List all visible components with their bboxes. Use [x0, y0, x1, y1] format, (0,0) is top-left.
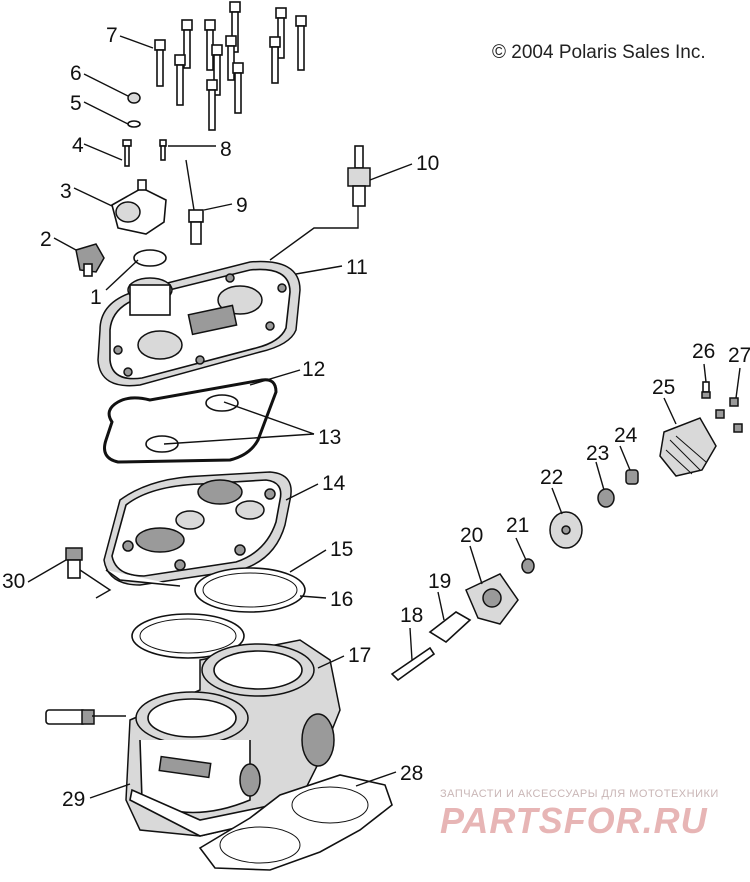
callout-14: 14 [322, 472, 346, 495]
callout-27: 27 [728, 344, 750, 367]
o-ring [133, 249, 167, 267]
water-pump-parts [390, 381, 743, 682]
callout-19: 19 [428, 570, 451, 593]
callout-18: 18 [400, 604, 423, 627]
callout-23: 23 [586, 442, 609, 465]
callout-21: 21 [506, 514, 529, 537]
callout-13: 13 [318, 426, 341, 449]
thermostat-housing [111, 179, 167, 235]
callout-24: 24 [614, 424, 638, 447]
callout-2: 2 [40, 228, 52, 251]
callout-28: 28 [400, 762, 423, 785]
callout-7: 7 [106, 24, 118, 47]
head-gasket [103, 378, 278, 464]
callout-12: 12 [302, 358, 325, 381]
callout-6: 6 [70, 62, 82, 85]
callout-1: 1 [90, 286, 102, 309]
callout-25: 25 [652, 376, 675, 399]
callout-17: 17 [348, 644, 371, 667]
callout-16: 16 [330, 588, 353, 611]
temp-sensor [75, 243, 105, 277]
small-fasteners [122, 92, 204, 245]
callout-22: 22 [540, 466, 563, 489]
callout-11: 11 [346, 256, 368, 279]
watermark-tagline: ЗАПЧАСТИ И АКСЕССУАРЫ ДЛЯ МОТОТЕХНИКИ [440, 788, 719, 800]
head-bolts [154, 1, 307, 131]
copyright-text: © 2004 Polaris Sales Inc. [492, 42, 706, 63]
base-gaskets [131, 567, 306, 659]
callout-9: 9 [236, 194, 248, 217]
fitting-hose-line [79, 569, 112, 599]
leader-lines [27, 35, 741, 799]
crankcase-gasket [198, 774, 393, 871]
callout-26: 26 [692, 340, 715, 363]
callout-29: 29 [62, 788, 85, 811]
callout-4: 4 [72, 134, 84, 157]
watermark-site: PARTSFOR.RU [440, 800, 708, 841]
cylinder-head-cover [97, 260, 301, 387]
water-fitting [65, 547, 83, 579]
callout-10: 10 [416, 152, 439, 175]
callout-20: 20 [460, 524, 483, 547]
callout-labels: 1 2 3 4 5 6 7 8 9 10 11 12 13 14 15 16 1… [2, 24, 750, 811]
callout-30: 30 [2, 570, 25, 593]
callout-15: 15 [330, 538, 353, 561]
callout-3: 3 [60, 180, 72, 203]
callout-8: 8 [220, 138, 232, 161]
callout-5: 5 [70, 92, 82, 115]
locating-pin [45, 709, 95, 725]
spark-plug [347, 145, 371, 207]
cylinder-block [125, 639, 341, 837]
cylinder-head [103, 471, 292, 587]
